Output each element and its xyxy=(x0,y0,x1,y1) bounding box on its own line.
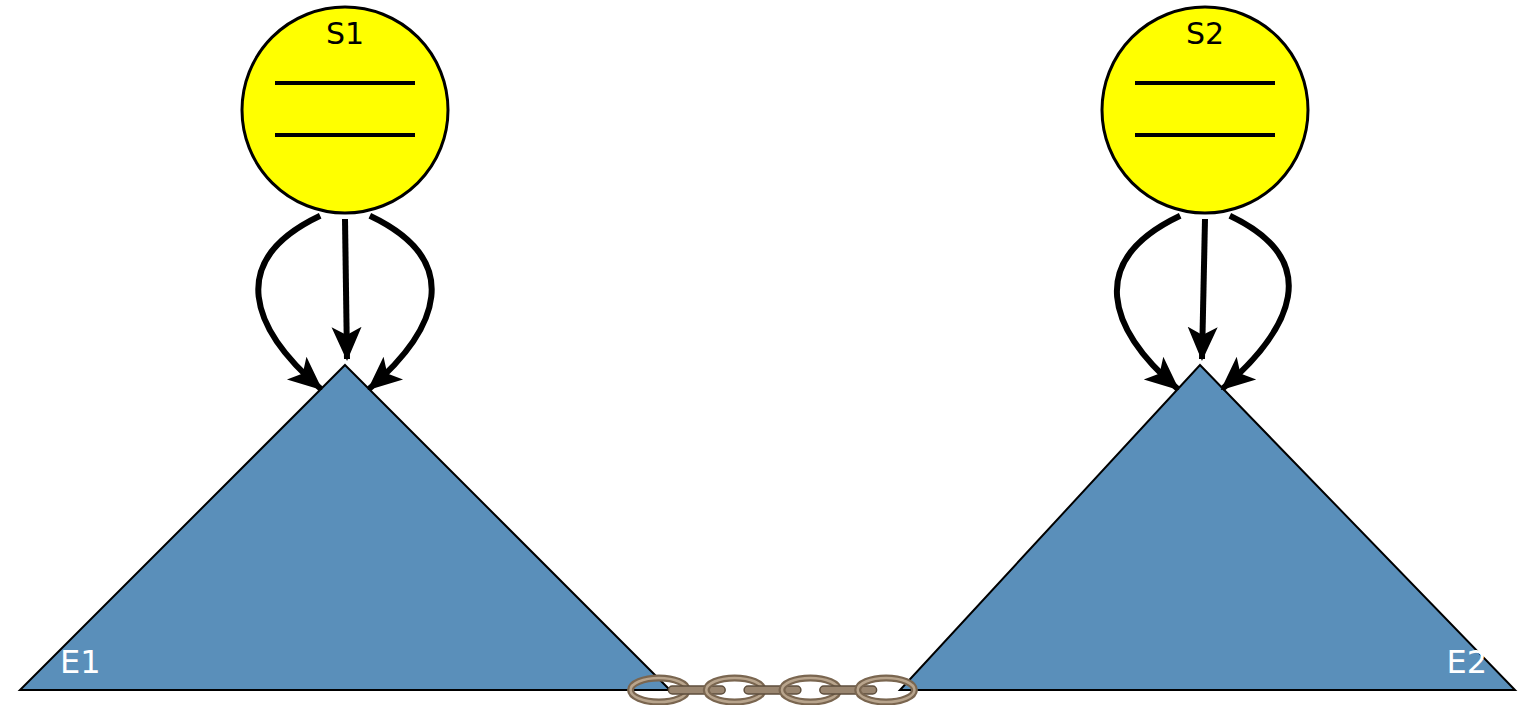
state-circle: S2 xyxy=(1100,5,1310,215)
arrow-connector xyxy=(1222,216,1289,389)
arrow-connector xyxy=(1202,219,1205,359)
triangle-outline xyxy=(900,365,1515,690)
arrow-connector xyxy=(345,219,347,359)
environment-label: E2 xyxy=(1446,646,1487,678)
state-label: S1 xyxy=(240,19,450,49)
arrow-connector xyxy=(258,216,321,389)
state-label: S2 xyxy=(1100,19,1310,49)
environment-triangle: E2 xyxy=(900,365,1515,690)
environment-label: E1 xyxy=(60,646,101,678)
chain-connector xyxy=(631,678,915,702)
arrow-connector xyxy=(1117,216,1180,389)
state-circle: S1 xyxy=(240,5,450,215)
triangle-outline xyxy=(20,365,670,690)
arrow-connector xyxy=(369,216,432,389)
environment-triangle: E1 xyxy=(20,365,670,690)
